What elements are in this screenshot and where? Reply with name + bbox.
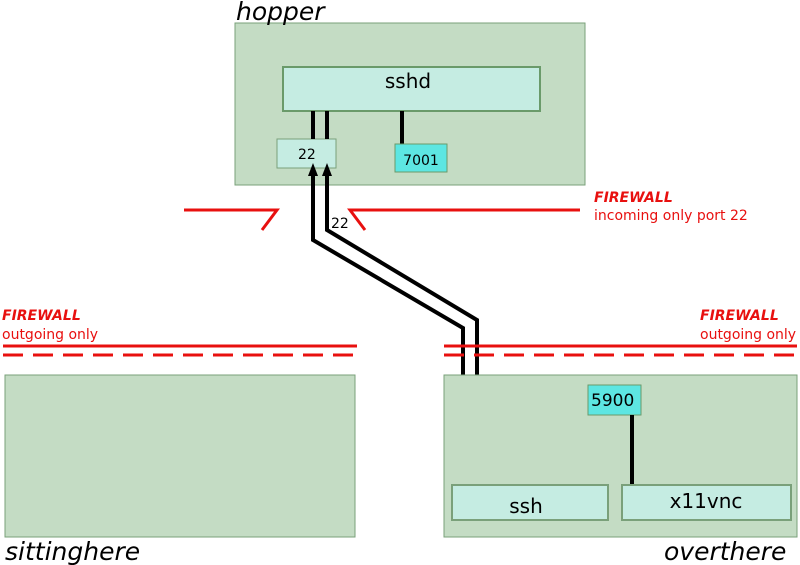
hopper-firewall-left: [184, 208, 280, 231]
sittinghere-host-label: sittinghere: [5, 537, 140, 565]
tunnel-arrowhead-right: [322, 163, 332, 176]
hopper-host-label: hopper: [236, 0, 326, 26]
hopper-firewall-right: [347, 208, 580, 231]
x11vnc-label: x11vnc: [670, 489, 743, 513]
hopper-port-22-label: 22: [298, 147, 316, 163]
sittinghere-firewall-subtitle: outgoing only: [2, 327, 98, 343]
overthere-host-label: overthere: [664, 537, 786, 565]
vnc-port-5900-label: 5900: [591, 391, 634, 411]
tunnel-arrowhead-left: [308, 163, 318, 176]
overthere-firewall-subtitle: outgoing only: [700, 327, 796, 343]
hopper-firewall-subtitle: incoming only port 22: [594, 208, 748, 224]
sittinghere-firewall-title: FIREWALL: [2, 308, 81, 324]
overthere-firewall-title: FIREWALL: [700, 308, 779, 324]
ssh-client-label: ssh: [509, 494, 543, 518]
hopper-port-7001-box: [394, 143, 448, 173]
sittinghere-host-box: [4, 374, 356, 538]
hopper-firewall-title: FIREWALL: [594, 190, 673, 206]
ssh-client-box: [451, 484, 609, 521]
sshd-box: [282, 66, 541, 112]
hopper-port-22-box: [276, 138, 337, 169]
sshd-label: sshd: [385, 69, 431, 93]
x11vnc-box: [621, 484, 792, 521]
tunnel-port-label: 22: [331, 216, 349, 232]
hopper-port-7001-label: 7001: [403, 153, 439, 169]
vnc-port-5900-box: [587, 384, 642, 416]
